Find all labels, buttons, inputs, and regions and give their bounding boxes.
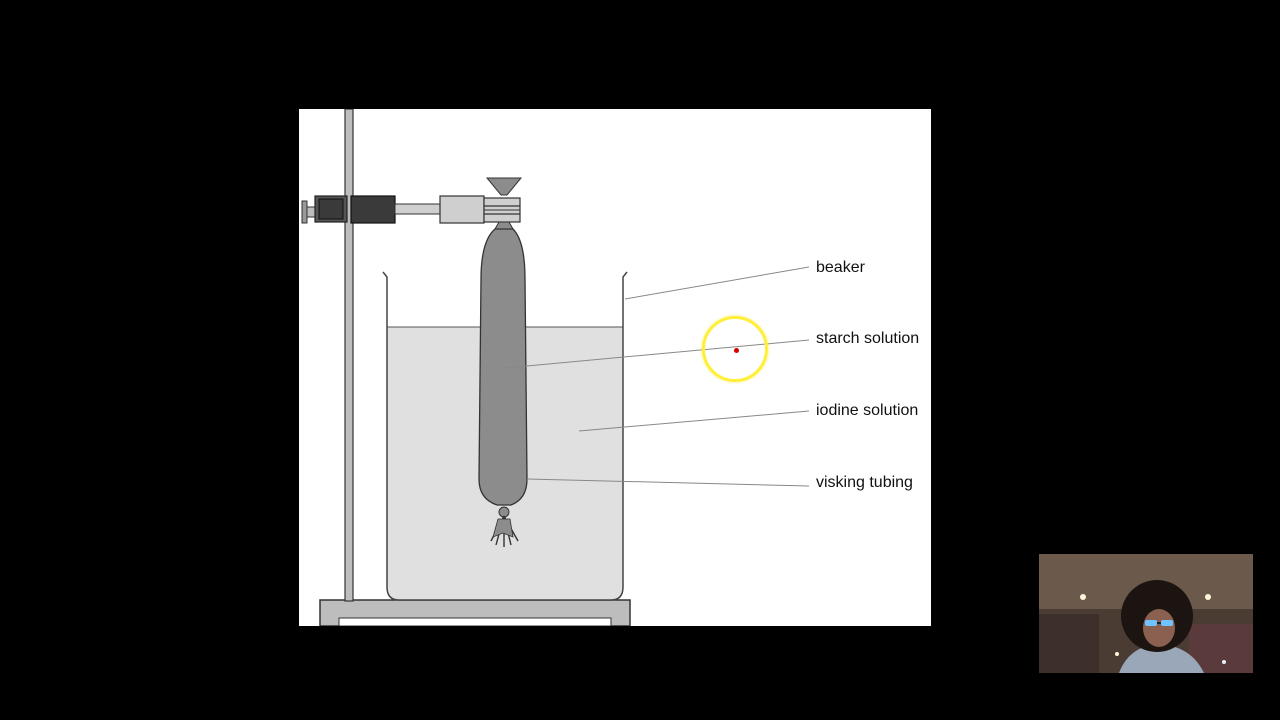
label-iodine-solution: iodine solution bbox=[816, 402, 919, 419]
diagram-slide: beaker starch solution iodine solution v… bbox=[299, 109, 931, 626]
boss-head-dark bbox=[318, 198, 344, 220]
clamp-jaw bbox=[439, 195, 485, 224]
beaker-outline bbox=[382, 271, 628, 601]
clamp-screw-knob bbox=[301, 200, 308, 224]
leader-iodine bbox=[578, 410, 810, 432]
apparatus-diagram bbox=[301, 109, 810, 626]
leader-visking bbox=[526, 478, 810, 487]
label-beaker: beaker bbox=[816, 259, 865, 276]
label-starch-solution: starch solution bbox=[816, 330, 920, 347]
tubing-tails-fill bbox=[492, 518, 514, 538]
stand-rod bbox=[344, 109, 354, 602]
tubing-bottom-knot bbox=[498, 506, 510, 518]
presenter-webcam bbox=[1039, 554, 1253, 673]
leader-beaker bbox=[624, 266, 810, 300]
clamp-arm bbox=[394, 203, 442, 215]
visking-tubing bbox=[478, 228, 528, 506]
tubing-neck bbox=[494, 221, 514, 230]
pointer-dot-icon bbox=[734, 348, 739, 353]
pointer-highlight-icon bbox=[702, 316, 768, 382]
tubing-top-knot bbox=[485, 177, 523, 196]
label-visking-tubing: visking tubing bbox=[816, 474, 913, 491]
clamp-block bbox=[350, 195, 396, 224]
stand-base-inset bbox=[338, 617, 612, 626]
webcam-image bbox=[1039, 554, 1253, 673]
